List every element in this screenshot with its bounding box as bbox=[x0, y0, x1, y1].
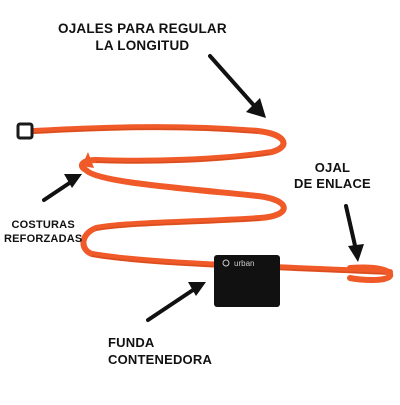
end-loop bbox=[347, 264, 394, 283]
label-container-pouch: FUNDA CONTENEDORA bbox=[108, 334, 212, 368]
label-adjust-eyelets: OJALES PARA REGULAR LA LONGITUD bbox=[58, 20, 227, 54]
strap-highlight bbox=[33, 128, 391, 275]
label-line: DE ENLACE bbox=[294, 176, 371, 191]
arrow-icon bbox=[344, 204, 364, 262]
label-line: LA LONGITUD bbox=[95, 38, 190, 53]
buckle-icon bbox=[16, 122, 34, 140]
strap-body bbox=[31, 124, 393, 275]
pouch-icon: urban bbox=[214, 255, 280, 307]
strap bbox=[16, 122, 394, 283]
pouch-brand: urban bbox=[234, 259, 254, 268]
label-line: FUNDA bbox=[108, 335, 155, 350]
label-line: CONTENEDORA bbox=[108, 352, 213, 367]
arrow-icon bbox=[146, 282, 206, 322]
label-line: OJALES PARA REGULAR bbox=[58, 21, 227, 36]
label-line: REFORZADAS bbox=[4, 233, 83, 245]
stitch-tab bbox=[82, 152, 94, 168]
arrow-icon bbox=[208, 54, 266, 118]
arrows bbox=[42, 54, 364, 322]
label-reinforced-seams: COSTURAS REFORZADAS bbox=[4, 218, 82, 246]
label-line: OJAL bbox=[314, 160, 351, 175]
label-line: COSTURAS bbox=[11, 219, 75, 231]
label-link-eyelet: OJAL DE ENLACE bbox=[294, 160, 371, 192]
arrow-icon bbox=[42, 174, 82, 202]
